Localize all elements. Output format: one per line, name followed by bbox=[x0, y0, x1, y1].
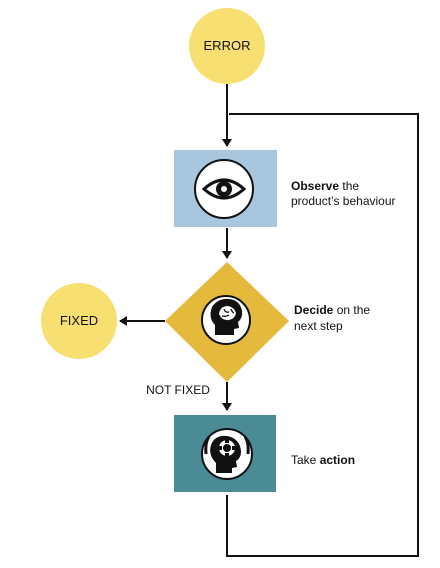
fixed-circle bbox=[41, 283, 117, 359]
head-brain-icon bbox=[210, 298, 243, 335]
action-description: Take action bbox=[291, 453, 355, 467]
observe-node bbox=[174, 150, 277, 227]
not-fixed-label: NOT FIXED bbox=[146, 383, 210, 397]
decide-description-line2: next step bbox=[294, 319, 343, 333]
error-node: ERROR bbox=[189, 8, 265, 84]
decide-node bbox=[165, 262, 289, 382]
loop-back-line bbox=[226, 113, 419, 557]
eye-icon bbox=[201, 178, 247, 200]
decide-rest-line1: on the bbox=[333, 303, 370, 317]
error-label: ERROR bbox=[204, 38, 251, 53]
decide-bold-word: Decide bbox=[294, 303, 334, 317]
observe-rest-line1: the bbox=[339, 179, 359, 193]
observe-description-line1: Observe the bbox=[291, 179, 359, 193]
observe-bold-word: Observe bbox=[291, 179, 339, 193]
fixed-label: FIXED bbox=[60, 313, 98, 328]
action-bold-word: action bbox=[320, 453, 355, 467]
error-circle bbox=[189, 8, 265, 84]
fixed-node: FIXED bbox=[41, 283, 117, 359]
observe-description-line2: product’s behaviour bbox=[291, 194, 396, 208]
action-node bbox=[174, 415, 276, 492]
action-prefix: Take bbox=[291, 453, 320, 467]
head-gear-hands-icon bbox=[204, 435, 250, 473]
decide-description-line1: Decide on the bbox=[294, 303, 370, 317]
connectors bbox=[119, 84, 419, 557]
